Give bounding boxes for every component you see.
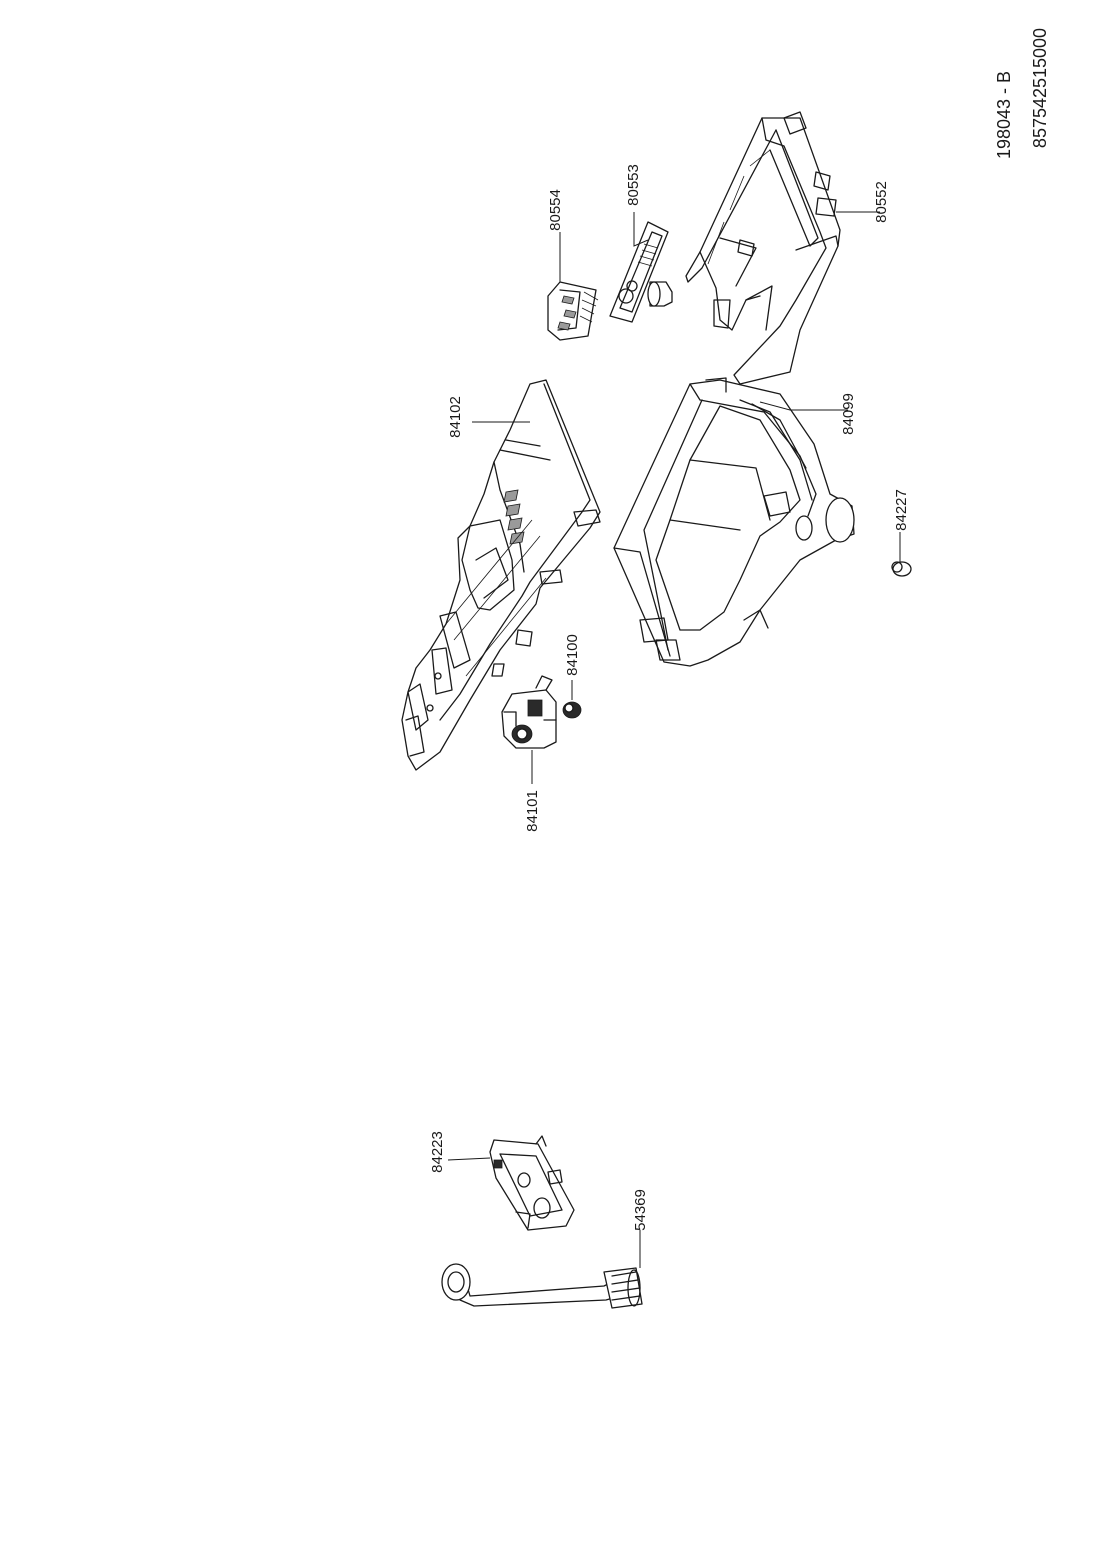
part-80552-dispenser-frame — [685, 111, 841, 385]
label-84101: 84101 — [524, 790, 541, 832]
label-84099: 84099 — [840, 393, 857, 435]
label-80553: 80553 — [625, 164, 642, 206]
part-84100-filter — [562, 701, 582, 719]
part-80553-insert — [609, 221, 673, 323]
part-84099-drawer-body — [613, 377, 855, 667]
part-84223-bracket — [489, 1135, 575, 1231]
part-84227-ring — [891, 561, 912, 577]
label-84227: 84227 — [893, 489, 910, 531]
label-84102: 84102 — [447, 396, 464, 438]
leader-lines — [447, 211, 901, 1268]
part-54369-hose — [441, 1263, 643, 1309]
label-84100: 84100 — [564, 634, 581, 676]
drawing-code: 198043 - B — [994, 71, 1014, 159]
label-80552: 80552 — [873, 181, 890, 223]
label-54369: 54369 — [632, 1189, 649, 1231]
label-84223: 84223 — [429, 1131, 446, 1173]
part-84102-cover-panel — [401, 379, 601, 771]
product-number: 857542515000 — [1030, 28, 1050, 148]
label-80554: 80554 — [547, 189, 564, 231]
part-84101-valve — [501, 675, 557, 749]
part-80554-siphon-cap — [547, 281, 599, 341]
